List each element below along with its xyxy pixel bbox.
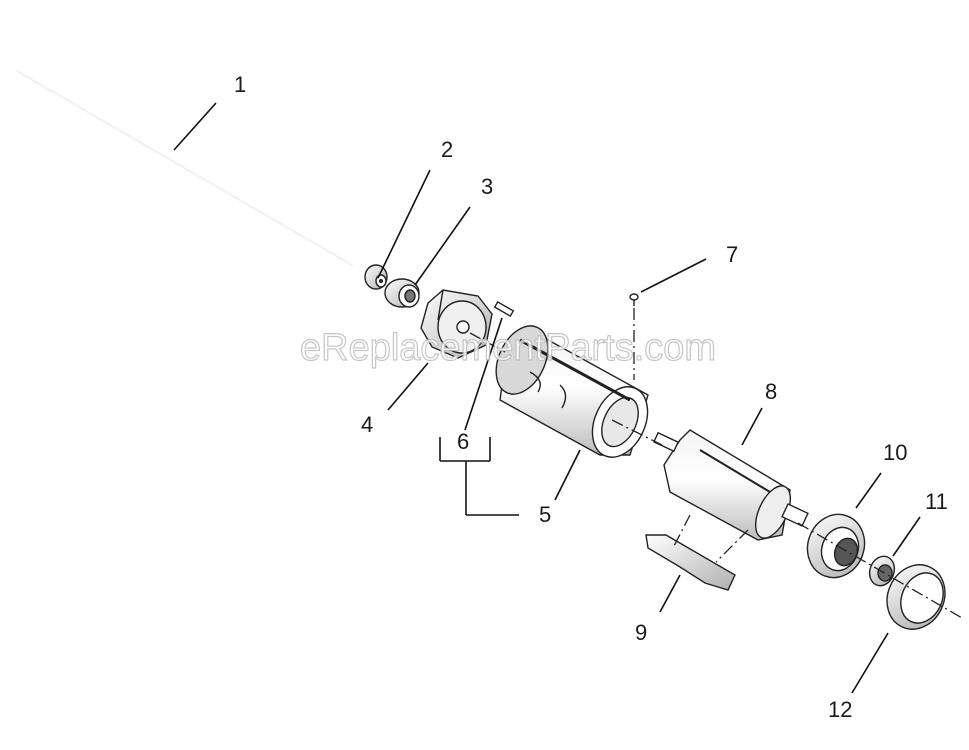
part-12-outer-ring bbox=[886, 564, 946, 630]
callout-labels: 1 2 3 4 5 6 7 8 9 10 11 12 bbox=[234, 72, 948, 722]
callout-1: 1 bbox=[234, 72, 246, 97]
callout-12: 12 bbox=[828, 697, 852, 722]
part-9-base bbox=[645, 534, 736, 591]
part-6-pin bbox=[493, 300, 515, 318]
callout-6: 6 bbox=[457, 429, 469, 454]
callout-4: 4 bbox=[361, 412, 373, 437]
leader-lines bbox=[173, 102, 921, 694]
callout-8: 8 bbox=[765, 379, 777, 404]
callout-7: 7 bbox=[726, 242, 738, 267]
part-10-ring bbox=[806, 513, 866, 579]
part-2-nut bbox=[364, 264, 388, 290]
assembly-axis-lines bbox=[469, 308, 963, 619]
callout-10: 10 bbox=[883, 440, 907, 465]
callout-11: 11 bbox=[925, 489, 948, 514]
part-4-end-hub bbox=[420, 289, 493, 359]
part-7-screw bbox=[629, 293, 639, 306]
part-3-bearing bbox=[384, 278, 420, 308]
callout-9: 9 bbox=[635, 620, 647, 645]
callout-3: 3 bbox=[481, 174, 493, 199]
watermark: eReplacementParts.com bbox=[300, 327, 716, 369]
part-8-rotor bbox=[652, 429, 809, 541]
part-1-rod bbox=[16, 70, 353, 266]
part-5-housing bbox=[495, 325, 649, 458]
callout-5: 5 bbox=[539, 502, 551, 527]
callout-2: 2 bbox=[441, 137, 453, 162]
